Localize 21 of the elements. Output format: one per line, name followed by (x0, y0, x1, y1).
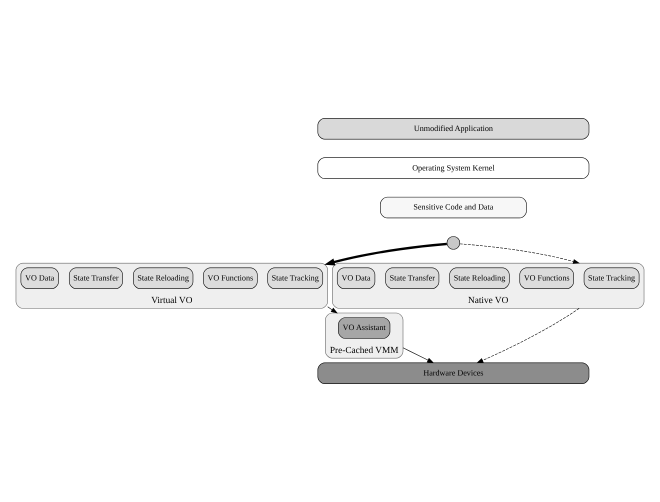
arrow (460, 244, 580, 264)
node-box: Hardware Devices (318, 362, 590, 384)
node-box: Unmodified Application (318, 118, 590, 140)
node-box: VO Functions (519, 268, 574, 289)
node-box: VO Data (20, 268, 59, 289)
arrow (402, 348, 434, 364)
node-box: State Tracking (267, 268, 324, 289)
node-box: State Reloading (133, 268, 194, 289)
node-box: VO Assistant (338, 317, 390, 339)
node-box: State Tracking (584, 268, 640, 289)
node-box: State Reloading (449, 268, 510, 289)
arrow (324, 242, 447, 266)
node-box: State Transfer (68, 268, 123, 289)
node-box: VO Functions (203, 268, 258, 289)
arrow (476, 308, 580, 364)
node-box: VO Data (336, 268, 376, 289)
node-box: Sensitive Code and Data (380, 196, 527, 218)
node-box: State Transfer (385, 268, 440, 289)
node-box: Operating System Kernel (318, 157, 590, 179)
node-circle (446, 236, 460, 250)
arrow (327, 306, 338, 314)
